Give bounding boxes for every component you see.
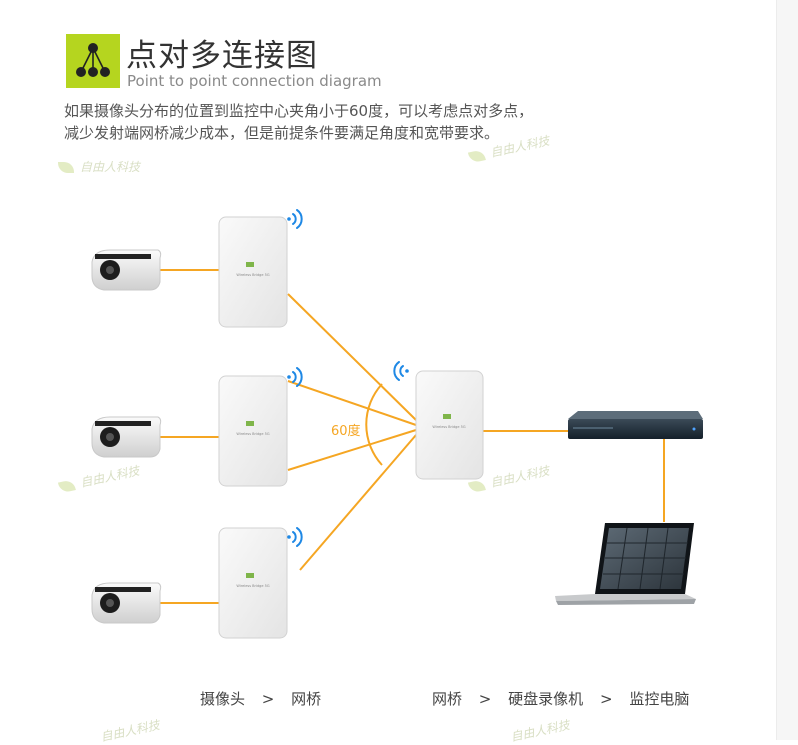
device-logo-icon — [246, 262, 254, 267]
flow-separator: > — [261, 690, 275, 708]
flow-camera-to-bridge: 摄像头 > 网桥 — [200, 688, 321, 709]
right-scroll-strip — [776, 0, 798, 740]
link-beam-1 — [287, 293, 417, 421]
flow-separator: > — [478, 690, 492, 708]
device-chip-text: Wireless Bridge 5G — [236, 584, 270, 588]
link-lines — [160, 269, 665, 604]
flow-bridge-to-computer: 网桥 > 硬盘录像机 > 监控电脑 — [432, 688, 689, 709]
description: 如果摄像头分布的位置到监控中心夹角小于60度，可以考虑点对多点， 减少发射端网桥… — [64, 100, 704, 144]
device-logo-icon — [246, 573, 254, 578]
wifi-signal-icon — [287, 209, 303, 229]
camera-icon — [91, 416, 162, 458]
flow-separator: > — [599, 690, 613, 708]
page-subtitle: Point to point connection diagram — [127, 72, 382, 90]
wifi-signal-icon — [393, 361, 409, 381]
bridge-device-1: Wireless Bridge 5G — [218, 216, 288, 328]
description-line-2: 减少发射端网桥减少成本，但是前提条件要满足角度和宽带要求。 — [64, 124, 500, 142]
nvr-recorder-icon — [568, 411, 703, 439]
device-chip-text: Wireless Bridge 5G — [432, 425, 466, 429]
description-line-1: 如果摄像头分布的位置到监控中心夹角小于60度，可以考虑点对多点， — [64, 102, 534, 120]
wifi-signal-icon — [287, 367, 303, 387]
network-logo-icon — [66, 34, 120, 88]
page-title: 点对多连接图 — [126, 38, 318, 74]
device-logo-icon — [443, 414, 451, 419]
flow-item-bridge: 网桥 — [291, 690, 322, 708]
device-chip-text: Wireless Bridge 5G — [236, 432, 270, 436]
link-beam-3 — [287, 429, 417, 471]
laptop-icon — [555, 523, 696, 605]
wifi-signal-icon — [287, 527, 303, 547]
device-logo-icon — [246, 421, 254, 426]
flow-item-bridge: 网桥 — [432, 690, 463, 708]
connection-diagram: 60度 Wireless Bridge 5G Wireless Bridge 5… — [91, 209, 703, 639]
link-beam-2 — [287, 380, 417, 426]
flow-item-nvr: 硬盘录像机 — [508, 690, 584, 708]
leaf-icon — [58, 162, 74, 173]
bridge-device-3: Wireless Bridge 5G — [218, 527, 288, 639]
flow-item-camera: 摄像头 — [200, 690, 246, 708]
camera-icon — [91, 249, 162, 291]
bridge-device-2: Wireless Bridge 5G — [218, 375, 288, 487]
bridge-device-receiver: Wireless Bridge 5G — [415, 370, 484, 480]
link-beam-4 — [299, 434, 417, 571]
device-chip-text: Wireless Bridge 5G — [236, 273, 270, 277]
angle-label: 60度 — [331, 423, 361, 439]
flow-item-computer: 监控电脑 — [629, 690, 690, 708]
watermark-text: 自由人科技 — [80, 160, 141, 174]
camera-icon — [91, 582, 162, 624]
angle-arc — [365, 383, 383, 466]
watermark: 自由人科技 — [58, 158, 140, 175]
